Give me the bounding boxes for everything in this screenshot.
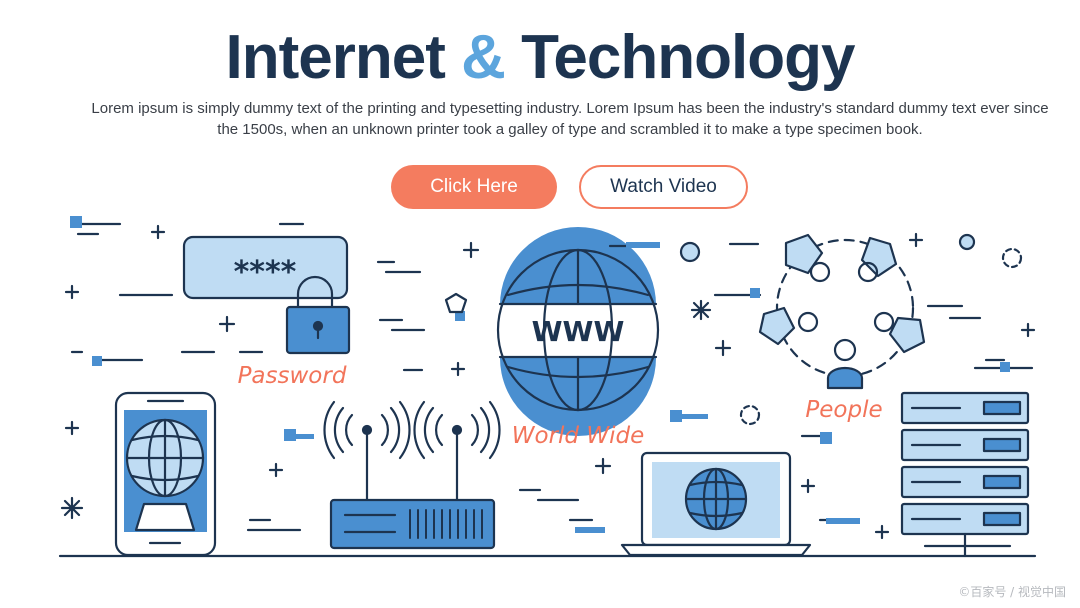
watermark-text: ©百家号 / 视觉中国 <box>958 585 1066 599</box>
globe-icon <box>496 227 660 436</box>
title-part-technology: Technology <box>521 23 855 92</box>
people-network-icon <box>758 233 926 390</box>
title-part-internet: Internet <box>225 23 446 92</box>
server-rack-icon <box>900 391 1030 558</box>
hero-description: Lorem ipsum is simply dummy text of the … <box>91 100 1049 138</box>
laptop-globe-icon <box>620 451 812 557</box>
smartphone-globe-icon <box>114 391 217 557</box>
padlock-icon <box>285 275 351 355</box>
decorative-plus-signs <box>60 224 1036 540</box>
world-wide-caption: World Wide <box>512 423 644 449</box>
password-field-icon <box>182 235 349 300</box>
password-caption: Password <box>238 363 347 389</box>
decorative-squares <box>70 216 1010 533</box>
page-title: Internet & Technology <box>0 22 1080 94</box>
decorative-circles <box>444 233 1023 494</box>
wifi-router-icon <box>323 400 501 550</box>
click-here-button[interactable]: Click Here <box>391 165 557 209</box>
watch-video-button[interactable]: Watch Video <box>579 165 748 209</box>
www-label: WWW <box>532 315 625 348</box>
people-caption: People <box>805 397 882 423</box>
password-mask-text: **** <box>234 255 297 290</box>
title-ampersand: & <box>461 23 506 92</box>
